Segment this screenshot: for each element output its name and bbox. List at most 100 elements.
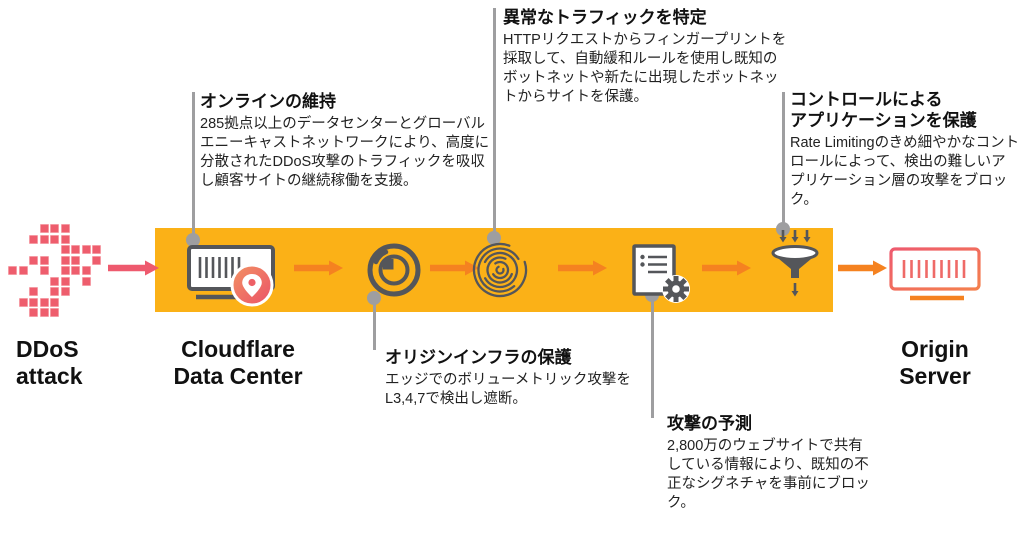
- connector-dot-origin-infra: [367, 291, 381, 305]
- connector-dot-control-protect: [776, 222, 790, 236]
- ddos-pixel-gap: [82, 308, 91, 317]
- flow-arrow-icon: [294, 260, 343, 276]
- callout-title: オリジンインフラの保護: [385, 348, 572, 367]
- callout-body: Rate Limitingのきめ細やかなコントロールによって、検出の難しいアプリ…: [790, 135, 1020, 208]
- connector-line-origin-infra: [373, 298, 376, 350]
- ddos-pixel: [50, 224, 59, 233]
- origin-server-label: Origin Server: [899, 336, 971, 389]
- connector-dot-keep-online: [186, 233, 200, 247]
- ddos-pixel-gap: [92, 266, 101, 275]
- ddos-pixel: [50, 308, 59, 317]
- ddos-pixel: [92, 255, 101, 265]
- ddos-pixel-gap: [8, 308, 17, 317]
- ddos-pixel: [60, 276, 70, 286]
- ddos-attack-label: DDoS attack: [16, 336, 83, 389]
- ddos-attack-icon: [8, 224, 101, 317]
- ddos-pixel-gap: [82, 224, 91, 233]
- ddos-pixel: [29, 297, 38, 307]
- ddos-pixel-gap: [92, 308, 101, 317]
- ddos-pixel-gap: [92, 235, 101, 244]
- ddos-pixel-gap: [71, 224, 80, 233]
- connector-dot-identify-traffic: [487, 231, 501, 245]
- ddos-pixel-gap: [92, 277, 101, 286]
- gear-icon: [662, 275, 690, 303]
- flow-arrow-icon: [702, 260, 751, 276]
- ddos-pixel-gap: [8, 298, 17, 307]
- connector-line-control-protect: [782, 92, 785, 228]
- connector-line-predict-attack: [651, 295, 654, 418]
- ddos-pixel-gap: [8, 235, 17, 244]
- ddos-pixel-gap: [29, 245, 38, 254]
- ruleset-document-gear-icon: [632, 244, 690, 303]
- ddos-pixel: [81, 266, 91, 275]
- ddos-pixel: [8, 266, 17, 275]
- callout-keep-online: オンラインの維持 285拠点以上のデータセンターとグローバルエニーキャストネット…: [200, 91, 496, 191]
- ddos-pixel: [29, 234, 38, 244]
- ddos-pixel: [50, 234, 59, 244]
- ddos-pixel: [60, 234, 70, 244]
- ddos-pixel: [39, 255, 49, 265]
- ddos-pixel: [50, 276, 59, 286]
- ddos-pixel: [39, 224, 49, 233]
- ddos-pixel-gap: [19, 277, 28, 286]
- ddos-pixel: [60, 255, 70, 265]
- ddos-pixel-gap: [71, 298, 80, 307]
- ddos-pixel-gap: [71, 277, 80, 286]
- ddos-pixel-gap: [8, 277, 17, 286]
- ddos-pixel: [18, 266, 28, 275]
- ddos-pixel: [29, 308, 38, 317]
- ddos-pixel: [39, 266, 49, 275]
- ddos-pixel-gap: [50, 256, 59, 265]
- rate-limiting-funnel-icon: [771, 230, 819, 297]
- server-outline-icon: [889, 247, 981, 301]
- ddos-pixel-gap: [82, 235, 91, 244]
- flow-arrow-icon: [108, 260, 159, 276]
- ddos-pixel-gap: [19, 287, 28, 296]
- callout-identify-traffic: 異常なトラフィックを特定 HTTPリクエストからフィンガープリントを採取して、自…: [503, 7, 791, 107]
- detection-dial-icon: [367, 243, 421, 297]
- callout-title: コントロールによる アプリケーションを保護: [790, 90, 977, 130]
- callout-predict-attack: 攻撃の予測 2,800万のウェブサイトで共有している情報により、既知の不正なシグ…: [667, 413, 873, 513]
- location-pin-badge-icon: [230, 263, 274, 307]
- ddos-pixel-gap: [92, 287, 101, 296]
- callout-origin-infra: オリジンインフラの保護 エッジでのボリューメトリック攻撃をL3,4,7で検出し遮…: [385, 347, 669, 409]
- ddos-pixel-gap: [61, 298, 70, 307]
- callout-body: 285拠点以上のデータセンターとグローバルエニーキャストネットワークにより、高度…: [200, 116, 490, 189]
- ddos-pixel: [18, 297, 28, 307]
- ddos-pixel-gap: [8, 287, 17, 296]
- ddos-pixel-gap: [19, 245, 28, 254]
- ddos-pixel: [81, 245, 91, 254]
- fingerprint-icon: [472, 242, 528, 298]
- ddos-pixel: [92, 245, 101, 254]
- callout-title: 攻撃の予測: [667, 414, 752, 433]
- ddos-pixel-gap: [40, 245, 49, 254]
- ddos-pixel-gap: [19, 224, 28, 233]
- flow-arrow-icon: [430, 260, 479, 276]
- ddos-pixel: [39, 308, 49, 317]
- ddos-pixel-gap: [82, 287, 91, 296]
- ddos-pixel: [50, 287, 59, 296]
- ddos-pixel-gap: [29, 277, 38, 286]
- ddos-pixel-gap: [82, 298, 91, 307]
- ddos-pixel-gap: [19, 308, 28, 317]
- ddos-pixel-gap: [29, 266, 38, 275]
- ddos-pixel-gap: [92, 224, 101, 233]
- ddos-pixel-gap: [92, 298, 101, 307]
- callout-title: 異常なトラフィックを特定: [503, 8, 707, 27]
- ddos-pixel-gap: [19, 256, 28, 265]
- ddos-pixel-gap: [8, 224, 17, 233]
- ddos-pixel: [60, 245, 70, 254]
- ddos-pixel: [50, 297, 59, 307]
- ddos-pixel-gap: [19, 235, 28, 244]
- callout-control-protect: コントロールによる アプリケーションを保護 Rate Limitingのきめ細や…: [790, 89, 1020, 210]
- flow-arrow-icon: [838, 260, 887, 276]
- ddos-pixel: [71, 245, 80, 254]
- ddos-pixel: [60, 224, 70, 233]
- callout-body: 2,800万のウェブサイトで共有している情報により、既知の不正なシグネチャを事前…: [667, 438, 870, 511]
- connector-line-keep-online: [192, 92, 195, 240]
- ddos-pixel-gap: [50, 266, 59, 275]
- server-location-pin-icon: [187, 245, 275, 307]
- ddos-pixel-gap: [8, 245, 17, 254]
- ddos-pixel: [71, 255, 80, 265]
